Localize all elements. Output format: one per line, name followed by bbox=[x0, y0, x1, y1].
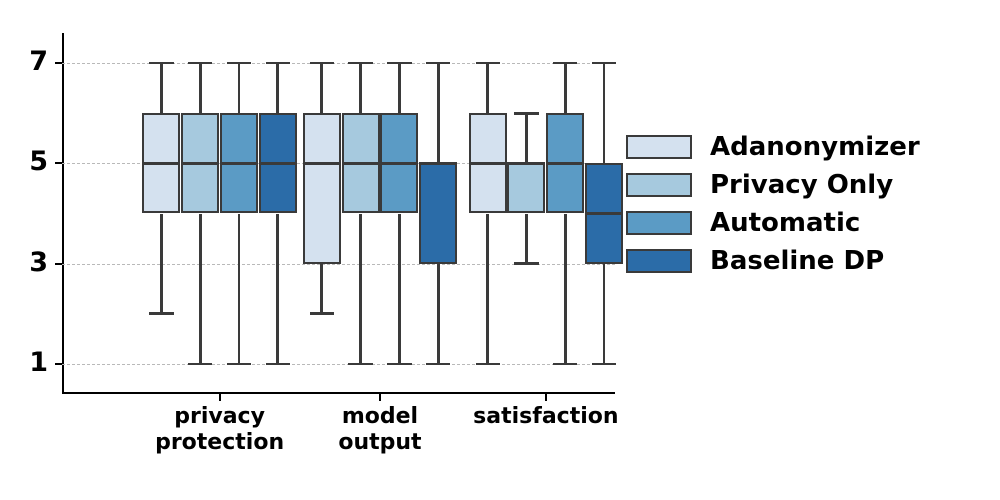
whisker-upper bbox=[397, 63, 401, 114]
legend-swatch-icon bbox=[626, 211, 692, 235]
legend-item-automatic[interactable]: Automatic bbox=[626, 204, 920, 242]
whisker-lower bbox=[237, 213, 241, 364]
median-line bbox=[258, 162, 297, 165]
whisker-upper bbox=[276, 63, 280, 114]
whisker-lower bbox=[160, 213, 163, 314]
x-tick-label-2: satisfaction bbox=[473, 404, 619, 429]
whisker-cap-lower bbox=[553, 362, 578, 366]
whisker-upper bbox=[237, 63, 241, 114]
median-line bbox=[419, 162, 458, 165]
legend-label: Adanonymizer bbox=[710, 132, 920, 162]
whisker-lower bbox=[602, 263, 606, 364]
whisker-cap-upper bbox=[188, 61, 213, 65]
x-tick-label-0: privacy protection bbox=[155, 404, 285, 455]
whisker-cap-lower bbox=[591, 362, 617, 366]
gridline-1 bbox=[62, 363, 615, 365]
whisker-cap-lower bbox=[348, 362, 373, 366]
whisker-lower bbox=[397, 213, 401, 364]
median-line bbox=[302, 162, 341, 165]
median-line bbox=[507, 162, 546, 165]
whisker-cap-lower bbox=[149, 312, 174, 316]
median-line bbox=[546, 162, 585, 165]
whisker-cap-lower bbox=[475, 362, 500, 366]
whisker-cap-upper bbox=[591, 61, 617, 65]
whisker-cap-lower bbox=[426, 362, 451, 366]
whisker-cap-lower bbox=[514, 262, 539, 266]
whisker-cap-upper bbox=[553, 61, 578, 65]
x-tick-mark-2 bbox=[544, 394, 547, 401]
whisker-lower bbox=[276, 213, 280, 364]
gridline-7 bbox=[62, 63, 615, 65]
legend-item-baseline-dp[interactable]: Baseline DP bbox=[626, 242, 920, 280]
median-line bbox=[181, 162, 220, 165]
whisker-upper bbox=[198, 63, 202, 114]
whisker-lower bbox=[436, 263, 440, 364]
y-tick-mark-7 bbox=[55, 62, 62, 65]
y-tick-label-1: 1 bbox=[29, 346, 48, 378]
median-line bbox=[341, 162, 380, 165]
whisker-upper bbox=[486, 63, 490, 114]
y-tick-label-7: 7 bbox=[29, 46, 48, 78]
whisker-cap-lower bbox=[387, 362, 412, 366]
whisker-cap-lower bbox=[265, 362, 290, 366]
legend-item-privacy-only[interactable]: Privacy Only bbox=[626, 166, 920, 204]
box-adanonymizer-1 bbox=[302, 113, 341, 264]
y-tick-label-5: 5 bbox=[29, 146, 48, 178]
whisker-lower bbox=[359, 213, 362, 364]
x-tick-mark-0 bbox=[218, 394, 221, 401]
whisker-cap-lower bbox=[226, 362, 252, 366]
median-line bbox=[585, 212, 624, 215]
x-tick-mark-1 bbox=[378, 394, 381, 401]
gridline-3 bbox=[62, 263, 615, 265]
whisker-cap-upper bbox=[149, 61, 174, 65]
x-axis-spine bbox=[62, 392, 615, 394]
median-line bbox=[468, 162, 507, 165]
median-line bbox=[142, 162, 181, 165]
whisker-upper bbox=[160, 63, 163, 114]
whisker-cap-upper bbox=[226, 61, 252, 65]
whisker-upper bbox=[436, 63, 440, 164]
whisker-cap-upper bbox=[475, 61, 500, 65]
whisker-upper bbox=[525, 113, 528, 164]
whisker-upper bbox=[320, 63, 324, 114]
y-tick-mark-1 bbox=[55, 362, 62, 365]
whisker-cap-upper bbox=[426, 61, 451, 65]
box-privacy-only-2 bbox=[507, 163, 546, 214]
box-baseline-dp-1 bbox=[419, 163, 458, 264]
whisker-cap-upper bbox=[309, 61, 334, 65]
legend-swatch-icon bbox=[626, 249, 692, 273]
x-tick-label-1: model output bbox=[338, 404, 422, 455]
whisker-lower bbox=[525, 213, 528, 264]
plot-area bbox=[55, 33, 624, 401]
whisker-cap-upper bbox=[514, 111, 539, 115]
whisker-lower bbox=[198, 213, 202, 364]
whisker-lower bbox=[563, 213, 567, 364]
y-tick-mark-3 bbox=[55, 262, 62, 265]
whisker-upper bbox=[602, 63, 606, 164]
legend-item-adanonymizer[interactable]: Adanonymizer bbox=[626, 128, 920, 166]
median-line bbox=[220, 162, 258, 165]
whisker-upper bbox=[359, 63, 362, 114]
median-line bbox=[380, 162, 419, 165]
y-tick-mark-5 bbox=[55, 162, 62, 165]
y-axis-spine bbox=[62, 33, 64, 394]
whisker-upper bbox=[563, 63, 567, 114]
whisker-cap-upper bbox=[265, 61, 290, 65]
whisker-lower bbox=[486, 213, 490, 364]
legend-label: Automatic bbox=[710, 208, 861, 238]
whisker-cap-upper bbox=[348, 61, 373, 65]
legend-label: Privacy Only bbox=[710, 170, 894, 200]
whisker-cap-upper bbox=[387, 61, 412, 65]
y-tick-label-3: 3 bbox=[29, 246, 48, 278]
whisker-cap-lower bbox=[309, 312, 334, 316]
whisker-lower bbox=[320, 263, 324, 314]
legend-swatch-icon bbox=[626, 135, 692, 159]
legend-swatch-icon bbox=[626, 173, 692, 197]
whisker-cap-lower bbox=[188, 362, 213, 366]
legend-label: Baseline DP bbox=[710, 246, 885, 276]
